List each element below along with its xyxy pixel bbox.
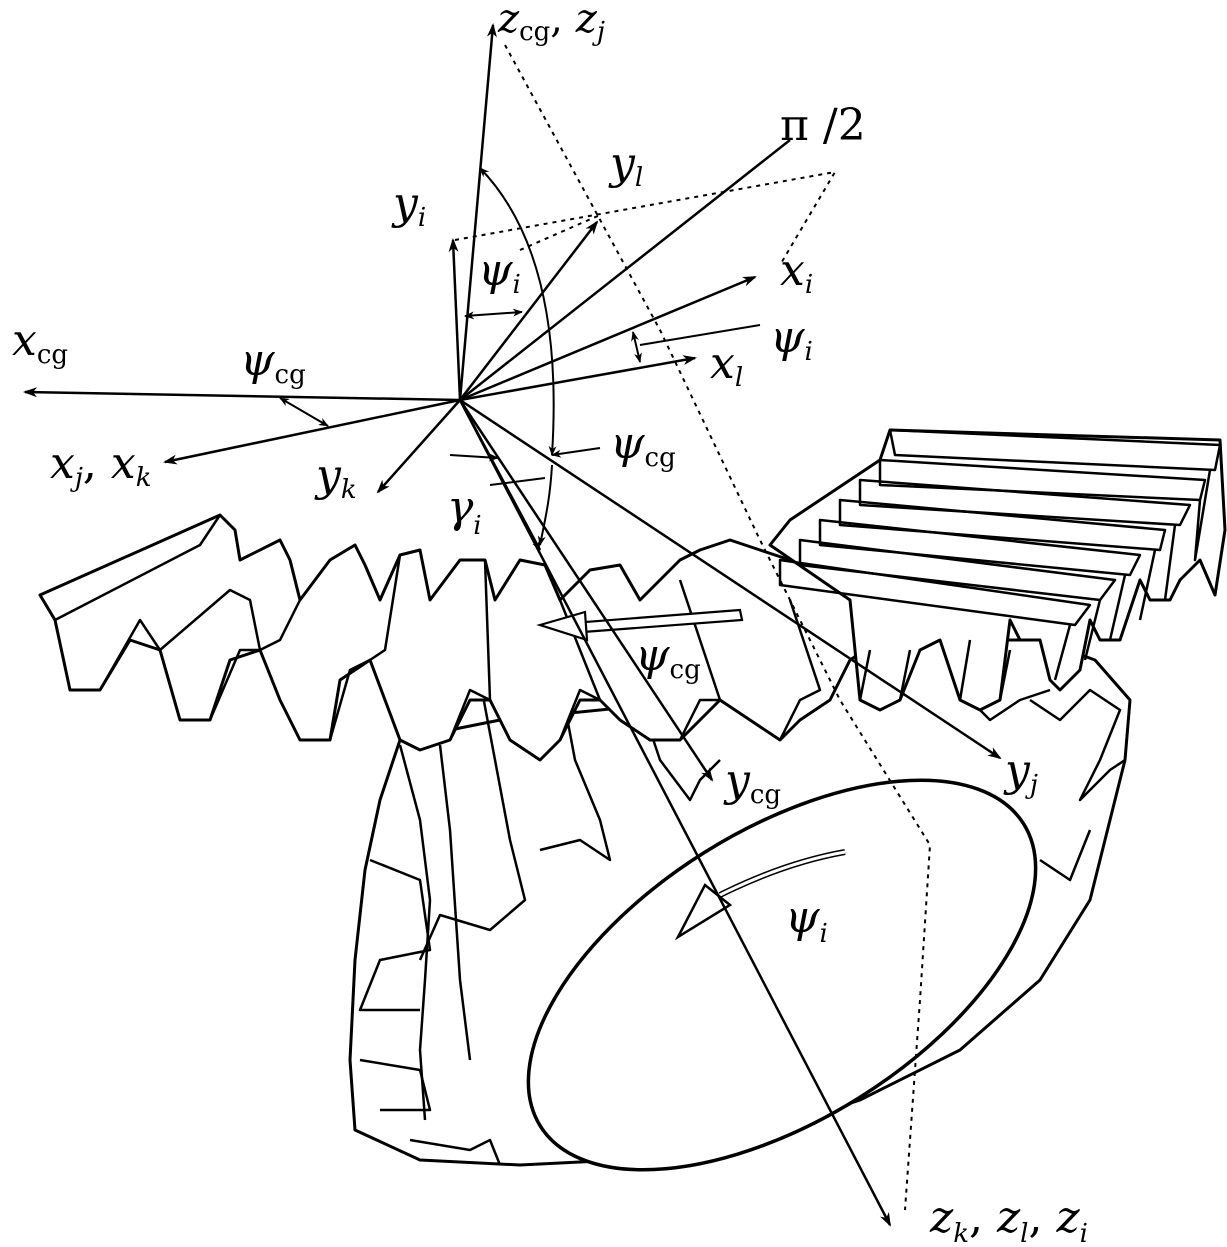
label-psi-i-top: ψi xyxy=(478,245,521,300)
label-psi-cg-left: ψcg xyxy=(240,335,306,390)
label-psi-i-face: ψi xyxy=(785,892,828,949)
label-y-k: yk xyxy=(314,450,357,505)
label-y-i: yi xyxy=(391,178,426,233)
label-psi-cg-mid: ψcg xyxy=(610,418,676,473)
label-x-l: xl xyxy=(710,338,743,393)
label-y-l: yl xyxy=(608,138,643,193)
angle-arcs xyxy=(279,167,761,546)
pinion-face-ellipse xyxy=(526,778,1038,1172)
label-y-j: yj xyxy=(1003,745,1038,800)
coordinate-axes xyxy=(23,23,1002,1227)
label-pi-half: π /2 xyxy=(780,100,866,151)
axis-labels: zcg, zj π /2 yl yi ψi xi ψi xl xcg ψcg x… xyxy=(12,0,1088,1247)
label-z-cg: zcg, zj xyxy=(497,0,605,47)
crown-gear-teeth xyxy=(38,428,1227,762)
label-x-i: xi xyxy=(780,245,813,300)
label-psi-cg-gear: ψcg xyxy=(635,630,701,685)
label-y-cg: ycg xyxy=(723,755,781,810)
label-psi-i-right: ψi xyxy=(770,312,813,367)
label-gamma-i: γi xyxy=(447,482,482,541)
label-z-k-z-l-z-i: zk, zl, zi xyxy=(929,1192,1088,1247)
label-x-cg: xcg xyxy=(12,315,68,370)
label-x-j-x-k: xj, xk xyxy=(50,438,151,493)
